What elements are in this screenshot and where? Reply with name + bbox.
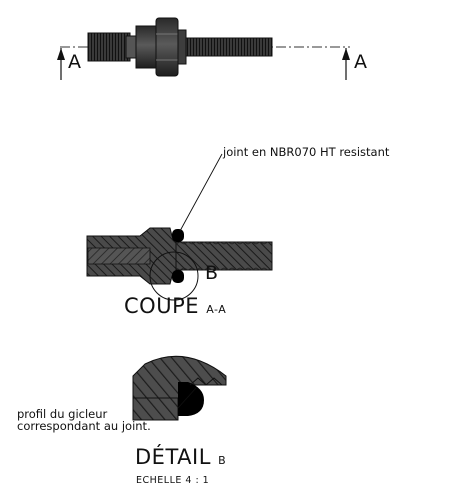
detail-title-suffix: B: [218, 454, 227, 467]
detail-title: DÉTAIL B: [135, 447, 226, 468]
top-view-part: [60, 17, 350, 77]
section-marker-left: A: [68, 51, 81, 73]
section-arrow-left: [57, 48, 65, 80]
seal-leader-line: [179, 153, 223, 232]
profile-leader-line: [177, 387, 197, 409]
seal-profile-detail: [178, 382, 204, 416]
seal-callout: joint en NBR070 HT resistant: [223, 145, 390, 159]
scale-label: ECHELLE 4 : 1: [136, 475, 210, 486]
section-title-suffix: A-A: [206, 303, 227, 316]
seal-bottom-section: [172, 270, 184, 283]
detail-circle-b: [149, 251, 199, 301]
section-marker-right: A: [354, 51, 367, 73]
seal-top-section: [172, 229, 184, 242]
profile-callout-line1: profil du gicleur: [17, 407, 108, 421]
detail-title-main: DÉTAIL: [135, 445, 211, 469]
detail-view-part: [132, 355, 227, 421]
section-arrow-right: [342, 48, 350, 80]
detail-marker-label: B: [205, 262, 219, 284]
section-title-main: COUPE: [124, 294, 199, 318]
profile-callout-line2: correspondant au joint.: [17, 419, 151, 433]
section-view-part: [86, 227, 273, 285]
section-title: COUPE A-A: [124, 296, 226, 317]
